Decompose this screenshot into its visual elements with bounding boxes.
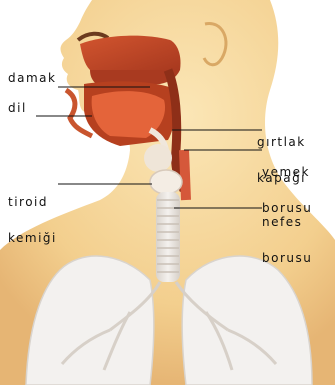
label-nefes-borusu: nefes borusu [262, 192, 312, 288]
label-nefes-line1: nefes [262, 216, 312, 228]
label-dil: dil [8, 102, 27, 114]
larynx [144, 144, 172, 172]
trachea [156, 192, 180, 282]
label-tiroid-line2: kemiği [8, 232, 57, 244]
label-yemek-line1: yemek [262, 166, 312, 178]
label-nefes-line2: borusu [262, 252, 312, 264]
esophagus [184, 150, 186, 200]
label-tiroid-kemigi: tiroid kemiği [8, 172, 57, 268]
nasal-cavity [80, 36, 181, 70]
label-tiroid-line1: tiroid [8, 196, 57, 208]
thyroid-cartilage [150, 170, 182, 194]
label-damak: damak [8, 72, 56, 84]
